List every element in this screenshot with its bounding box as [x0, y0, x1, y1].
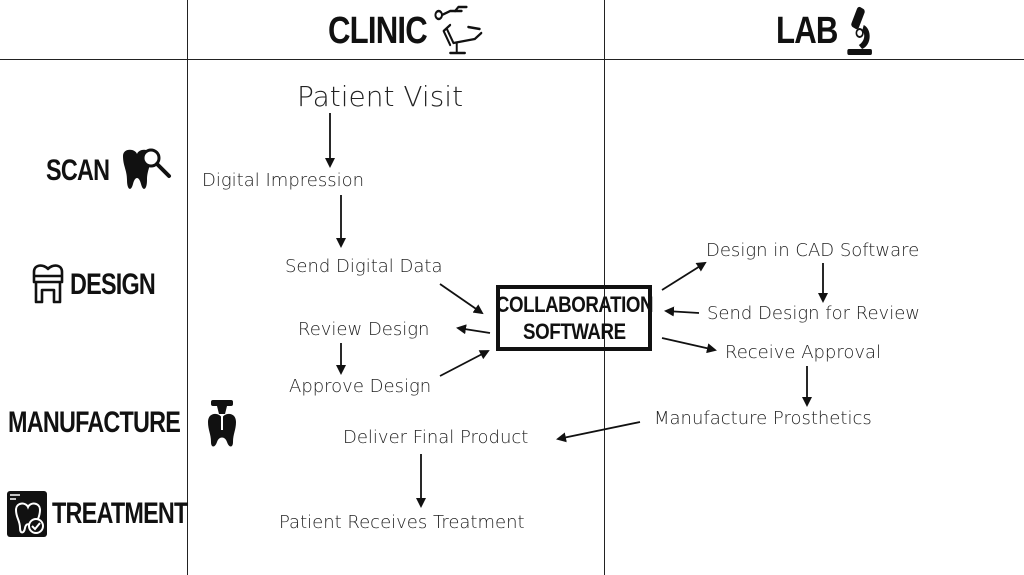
- row-label-manufacture: MANUFACTURE: [8, 398, 239, 448]
- step-patient-visit: Patient Visit: [297, 80, 464, 113]
- tooth-magnifier-icon: [123, 148, 172, 189]
- arrow-hub-to-review: [456, 324, 491, 335]
- row-label-design: DESIGN: [30, 262, 179, 308]
- step-send-design-for-review: Send Design for Review: [707, 303, 920, 324]
- step-review-design: Review Design: [298, 319, 430, 340]
- step-approve-design: Approve Design: [289, 376, 432, 397]
- step-design-in-cad: Design in CAD Software: [706, 240, 920, 261]
- column-header-lab: LAB: [776, 6, 875, 55]
- step-patient-receives-treatment: Patient Receives Treatment: [279, 512, 525, 533]
- row-label-scan: SCAN: [46, 146, 173, 196]
- grid-divider-header: [0, 59, 1024, 60]
- column-header-clinic-label: CLINIC: [328, 9, 428, 52]
- dental-chair-icon: [434, 5, 483, 55]
- arrow-send-review-to-hub: [664, 306, 700, 317]
- tooth-xray-icon: [7, 491, 47, 537]
- arrow-hub-to-approval: [661, 337, 717, 354]
- row-label-treatment-text: TREATMENT: [52, 497, 188, 530]
- row-label-scan-text: SCAN: [46, 154, 110, 187]
- tooth-implant-icon: [207, 400, 236, 447]
- row-label-treatment: TREATMENT: [6, 490, 226, 538]
- step-receive-approval: Receive Approval: [725, 342, 882, 363]
- row-label-design-text: DESIGN: [70, 268, 156, 301]
- microscope-icon: [847, 6, 873, 55]
- column-header-clinic: CLINIC: [328, 5, 489, 55]
- hub-line-1: COLLABORATION: [495, 292, 653, 317]
- collaboration-software-box: COLLABORATION SOFTWARE: [495, 285, 653, 351]
- step-send-digital-data: Send Digital Data: [285, 256, 443, 277]
- step-deliver-final-product: Deliver Final Product: [343, 427, 529, 448]
- hub-line-2: SOFTWARE: [522, 319, 626, 344]
- grid-divider-left: [187, 0, 188, 575]
- arrow-manufacture-to-deliver: [556, 421, 641, 443]
- arrow-approve-to-hub: [439, 350, 490, 377]
- arrow-send-to-hub: [439, 283, 484, 315]
- row-label-manufacture-text: MANUFACTURE: [8, 406, 181, 439]
- tooth-crown-icon: [32, 264, 64, 304]
- column-header-lab-label: LAB: [776, 9, 838, 52]
- step-manufacture-prosthetics: Manufacture Prosthetics: [654, 408, 872, 429]
- arrow-hub-to-cad: [661, 261, 707, 291]
- step-digital-impression: Digital Impression: [202, 170, 364, 191]
